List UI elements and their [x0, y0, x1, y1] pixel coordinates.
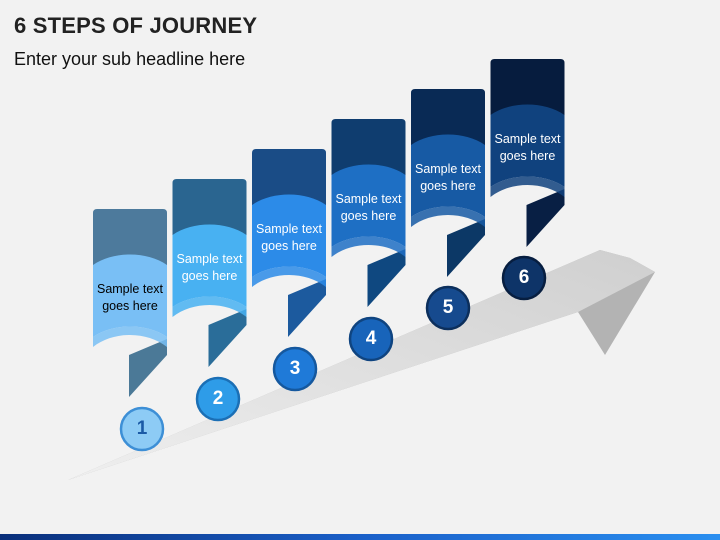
step-banner-top: [93, 209, 167, 271]
bottom-accent-bar: [0, 534, 720, 540]
step-banner-tail: [129, 339, 167, 397]
step-banner-tail: [447, 219, 485, 277]
step-banner-ribbon: [490, 104, 565, 187]
step-circle-6: [501, 255, 547, 301]
step-banner-top: [252, 149, 326, 211]
step-banner-tail: [367, 249, 406, 307]
step-banner-4: [331, 119, 406, 307]
step-circle-3: [272, 346, 318, 392]
step-banner-top: [172, 179, 247, 241]
step-banner-tail: [526, 189, 565, 247]
step-banner-ribbon-edge: [93, 326, 167, 347]
progress-arrow: [68, 250, 655, 480]
step-banner-top: [411, 89, 485, 151]
step-banner-ribbon-edge: [331, 236, 406, 257]
step-banner-ribbon: [411, 134, 485, 217]
step-2-text: Sample text goes here: [176, 252, 243, 283]
step-1-number: 1: [136, 418, 148, 439]
step-banner-top: [331, 119, 406, 181]
step-banner-ribbon-edge: [172, 296, 247, 317]
step-4-number: 4: [365, 328, 377, 349]
step-6-number: 6: [518, 267, 530, 288]
step-circle-2: [195, 376, 241, 422]
step-5-number: 5: [442, 297, 454, 318]
step-banner-ribbon: [331, 164, 406, 247]
step-circles: [119, 255, 547, 452]
step-5-text: Sample text goes here: [414, 162, 481, 193]
step-circle-4: [348, 316, 394, 362]
step-banner-tail: [208, 309, 247, 367]
step-banner-2: [172, 179, 247, 367]
progress-arrow-body: [68, 250, 655, 480]
step-banner-3: [252, 149, 326, 337]
step-banner-tail: [288, 279, 326, 337]
step-banners: [93, 59, 565, 397]
slide-subtitle: Enter your sub headline here: [14, 49, 246, 69]
step-4-text: Sample text goes here: [335, 192, 402, 223]
step-1-text: Sample text goes here: [96, 282, 163, 313]
slide-title: 6 STEPS OF JOURNEY: [14, 13, 258, 38]
step-banner-ribbon: [172, 224, 247, 307]
step-banner-ribbon: [93, 254, 167, 337]
step-banner-ribbon-edge: [411, 206, 485, 227]
step-circle-1: [119, 406, 165, 452]
step-banner-5: [411, 89, 485, 277]
step-6-text: Sample text goes here: [494, 132, 561, 163]
step-banner-6: [490, 59, 565, 247]
step-banner-ribbon-edge: [252, 266, 326, 287]
step-banner-1: [93, 209, 167, 397]
step-banner-ribbon-edge: [490, 176, 565, 197]
step-2-number: 2: [212, 388, 224, 409]
step-banner-ribbon: [252, 194, 326, 277]
step-circle-5: [425, 285, 471, 331]
step-3-number: 3: [289, 358, 301, 379]
step-3-text: Sample text goes here: [255, 222, 322, 253]
step-banner-top: [490, 59, 565, 121]
